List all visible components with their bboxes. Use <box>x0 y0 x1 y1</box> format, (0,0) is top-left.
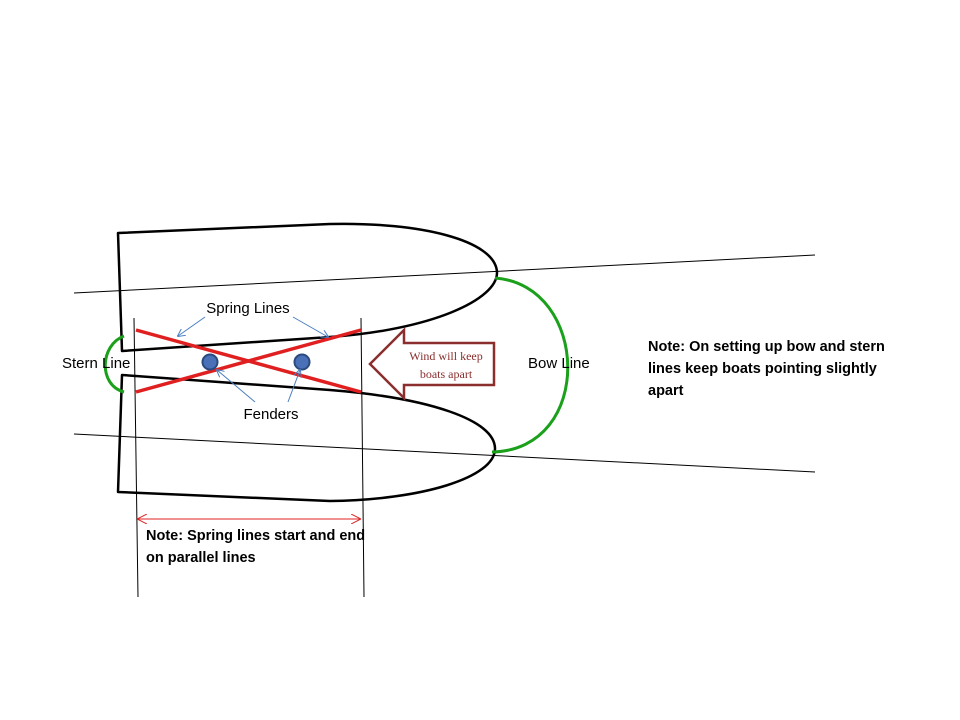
wind-text-line2: boats apart <box>420 367 473 381</box>
bow-stern-note: Note: On setting up bow and stern lines … <box>648 339 885 399</box>
spring-lines-label: Spring Lines <box>206 300 289 317</box>
wind-arrow <box>368 326 496 402</box>
bow-line-label: Bow Line <box>528 355 590 372</box>
lower-boat-hull <box>116 373 497 503</box>
wind-text-line1: Wind will keep <box>409 349 483 363</box>
bow-line <box>491 276 570 454</box>
upper-boat-hull <box>116 222 499 353</box>
spring-label-arrow-right <box>292 316 328 337</box>
spring-label-arrow-left <box>178 316 206 336</box>
fenders-arrow-right <box>287 370 300 403</box>
fenders-label: Fenders <box>243 406 298 423</box>
upper-heading-line <box>73 254 816 294</box>
lower-heading-line <box>73 433 816 473</box>
fenders-arrow-left <box>217 370 256 403</box>
spring-line-2 <box>135 328 362 394</box>
parallel-line-left <box>133 317 139 598</box>
stern-line <box>103 334 125 394</box>
fender-1 <box>201 353 219 371</box>
stern-line-label: Stern Line <box>62 355 130 372</box>
parallel-line-right <box>360 317 365 598</box>
spring-lines-note: Note: Spring lines start and end on para… <box>146 528 366 566</box>
fender-2 <box>293 353 311 371</box>
